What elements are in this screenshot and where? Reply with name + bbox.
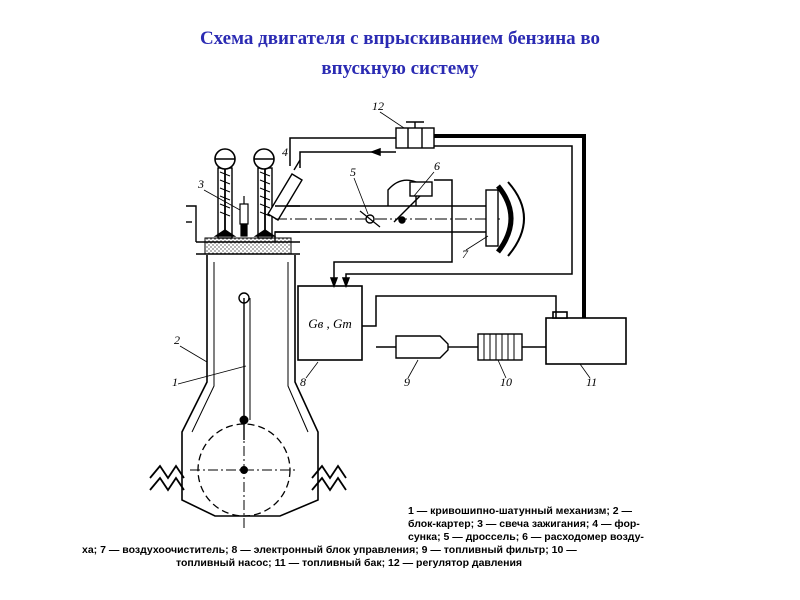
pressure-regulator	[395, 121, 435, 149]
label-9: 9	[404, 375, 410, 389]
label-2: 2	[174, 333, 180, 347]
label-5: 5	[350, 165, 356, 179]
caption-line-3: сунка; 5 — дроссель; 6 — расходомер возд…	[408, 531, 644, 543]
engine-mount-right	[311, 464, 347, 492]
title-line-2: впускную систему	[321, 58, 479, 79]
engine-mount-left	[149, 464, 185, 492]
air-cleaner	[485, 181, 525, 257]
ecu-text: Gв , Gт	[308, 316, 352, 331]
caption-line-5: топливный насос; 11 — топливный бак; 12 …	[176, 557, 523, 569]
caption-line-1: 1 — кривошипно-шатунный механизм; 2 —	[408, 505, 633, 517]
ecu-block	[297, 285, 363, 361]
label-8: 8	[300, 375, 306, 389]
air-flow-meter	[387, 179, 433, 224]
label-6: 6	[434, 159, 440, 173]
caption-line-2: блок-картер; 3 — свеча зажигания; 4 — фо…	[408, 518, 640, 530]
title-line-1: Схема двигателя с впрыскиванием бензина …	[199, 28, 601, 49]
page-title: Схема двигателя с впрыскиванием бензина …	[60, 24, 740, 84]
caption-line-4: ха; 7 — воздухоочиститель; 8 — электронн…	[82, 544, 577, 556]
label-12: 12	[372, 99, 384, 113]
spark-plug	[239, 196, 249, 237]
label-10: 10	[500, 375, 512, 389]
label-1: 1	[172, 375, 178, 389]
crank-mechanism	[190, 292, 298, 530]
combustion-chamber	[204, 237, 292, 255]
fuel-injector	[267, 159, 303, 221]
fuel-tank	[545, 311, 627, 365]
label-11: 11	[586, 375, 597, 389]
camshaft-right	[253, 148, 275, 170]
fuel-pump	[460, 333, 546, 361]
fuel-lines	[289, 134, 586, 348]
camshaft-left	[214, 148, 236, 170]
fuel-filter	[395, 335, 460, 359]
label-3: 3	[197, 177, 204, 191]
label-4: 4	[282, 145, 288, 159]
throttle-valve	[359, 210, 381, 228]
label-7: 7	[462, 247, 469, 261]
intake-duct	[275, 205, 500, 233]
